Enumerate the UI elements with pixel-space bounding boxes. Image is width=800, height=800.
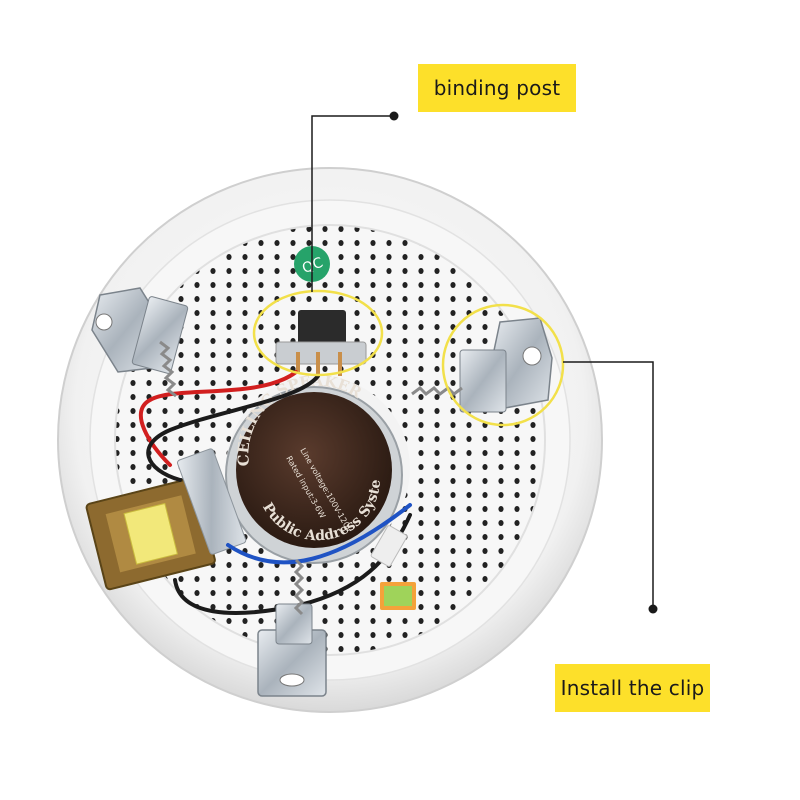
binding-post-terminal: [275, 310, 367, 376]
leader-dot-binding: [389, 111, 399, 121]
callout-install-clip: Install the clip: [555, 664, 710, 712]
clip-highlight: [441, 303, 565, 427]
leader-dot-clip: [648, 604, 658, 614]
leader-lines: [311, 115, 654, 608]
mount-clip-bottom: [257, 558, 327, 697]
qc-sticker-text: QC: [300, 255, 325, 277]
mount-clip-left: [91, 287, 189, 398]
binding-post-highlight: [252, 289, 384, 377]
transformer: [85, 477, 216, 591]
mount-clip-right: [411, 317, 553, 413]
qc-sticker: QC: [294, 246, 330, 282]
callout-binding-post: binding post: [418, 64, 576, 112]
